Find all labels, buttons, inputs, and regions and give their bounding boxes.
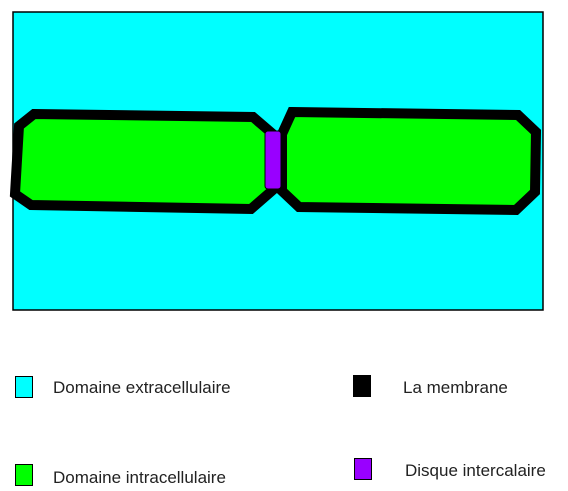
cardiomyocyte-diagram: [9, 11, 544, 311]
left-cell: [9, 108, 279, 215]
legend-swatch-intracellular: [15, 464, 33, 486]
legend-swatch-extracellular: [15, 376, 33, 398]
legend-label-extracellular: Domaine extracellulaire: [53, 378, 231, 397]
intercalated-disc: [264, 130, 282, 190]
legend-label-intercalated-disc: Disque intercalaire: [405, 461, 546, 480]
legend-swatch-membrane: [353, 375, 371, 397]
right-cell: [277, 106, 542, 216]
legend-swatch-intercalated-disc: [354, 458, 372, 480]
legend-label-intracellular: Domaine intracellulaire: [53, 468, 226, 487]
legend-label-membrane: La membrane: [403, 378, 508, 397]
